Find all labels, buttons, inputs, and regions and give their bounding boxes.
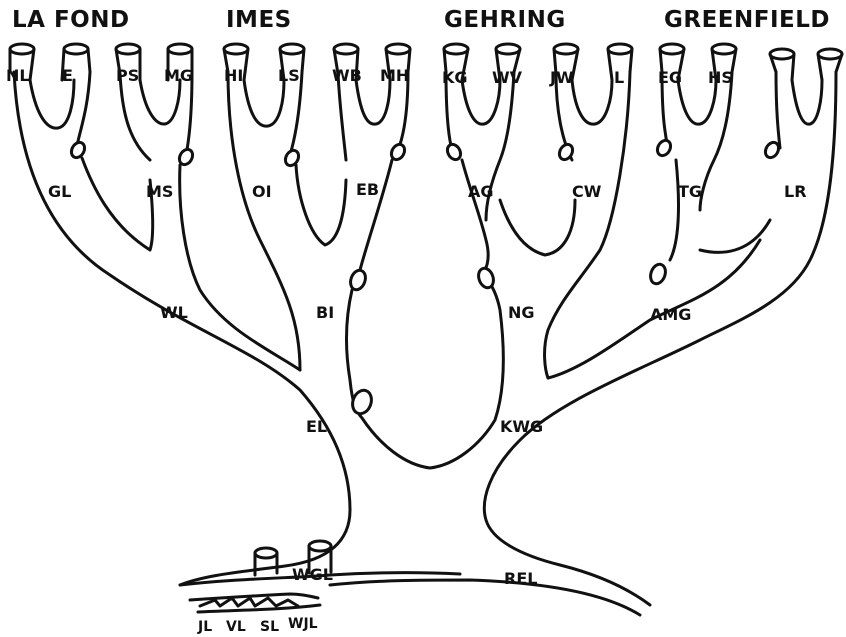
- branch-label-rel: REL: [504, 569, 537, 588]
- leaf-label: HI: [224, 66, 243, 85]
- leaf-label: E: [62, 66, 73, 85]
- leaf-label: MG: [164, 66, 193, 85]
- leaf-label: NL: [6, 66, 30, 85]
- root-label: SL: [260, 619, 279, 635]
- family-imes: IMES: [226, 7, 292, 33]
- root-label: VL: [226, 619, 246, 635]
- leaf-label: WV: [492, 68, 523, 87]
- branch-label-eb: EB: [356, 180, 379, 199]
- leaf-label: PS: [116, 66, 139, 85]
- family-la-fond: LA FOND: [12, 7, 130, 33]
- leaf-label: EG: [658, 68, 682, 87]
- branch-label-wgl: WGL: [292, 565, 333, 584]
- branch-label-el: EL: [306, 417, 327, 436]
- branch-label-ms: MS: [146, 182, 173, 201]
- branch-label-amg: AMG: [650, 305, 691, 324]
- leaf-label: KG: [442, 68, 468, 87]
- leaf-label: MH: [380, 66, 409, 85]
- leaf-label: HS: [708, 68, 733, 87]
- branch-label-gl: GL: [48, 182, 71, 201]
- leaf-label: L: [614, 68, 624, 87]
- branch-label-wl: WL: [160, 303, 188, 322]
- root-label: WJL: [288, 616, 318, 632]
- branch-label-tg: TG: [678, 182, 702, 201]
- family-gehring: GEHRING: [444, 7, 566, 33]
- branch-label-lr: LR: [784, 182, 807, 201]
- branch-stubs: [10, 44, 842, 575]
- leaf-label: JW: [549, 68, 574, 87]
- leaf-label: LS: [278, 66, 300, 85]
- root-label: JL: [197, 619, 212, 635]
- leaf-label: WB: [332, 66, 362, 85]
- branch-label-oi: OI: [252, 182, 272, 201]
- branch-label-ag: AG: [468, 182, 494, 201]
- family-greenfield: GREENFIELD: [664, 7, 830, 33]
- tree-outline: [14, 72, 836, 615]
- branch-label-kwg: KWG: [500, 417, 543, 436]
- branch-label-ng: NG: [508, 303, 535, 322]
- branch-label-cw: CW: [572, 182, 602, 201]
- branch-label-bi: BI: [316, 303, 334, 322]
